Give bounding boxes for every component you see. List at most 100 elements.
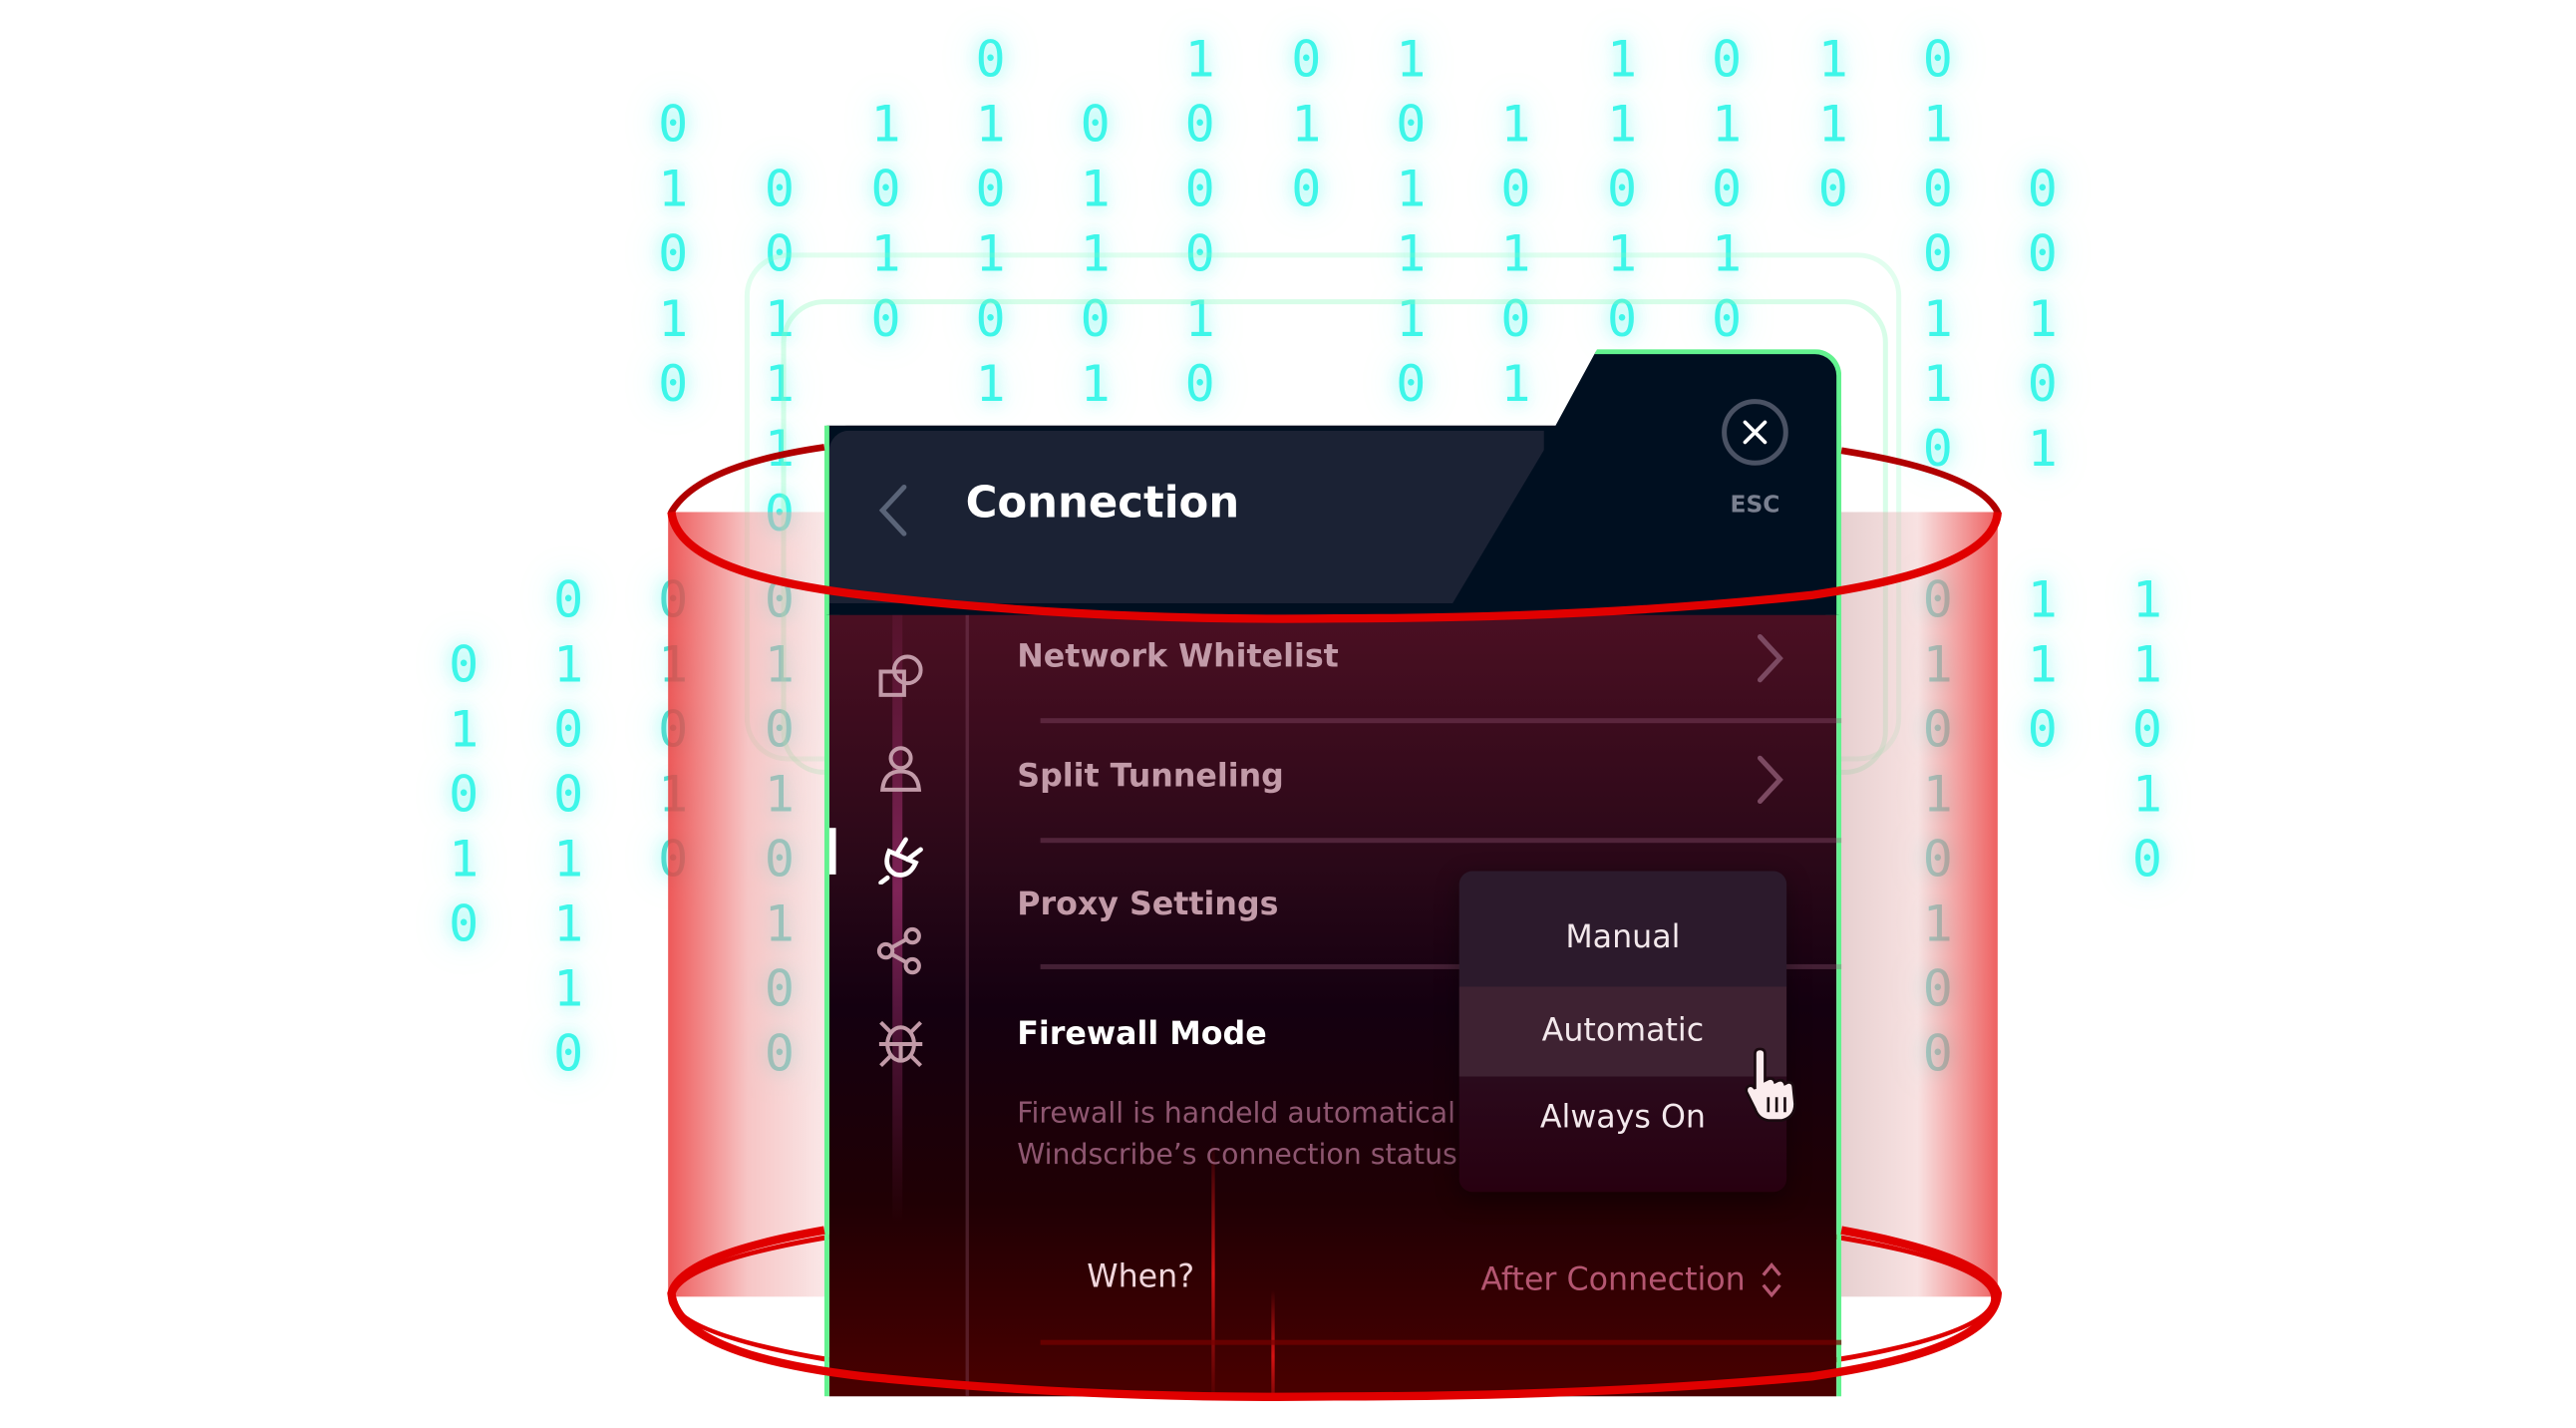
- binary-digit: 1: [1291, 96, 1322, 156]
- sidebar-item-connection[interactable]: [876, 835, 926, 885]
- binary-digit: 0: [1080, 290, 1111, 350]
- binary-digit: 1: [2027, 571, 2058, 630]
- binary-digit: 1: [553, 895, 584, 954]
- binary-digit: 0: [1291, 161, 1322, 220]
- chevron-up-down-icon[interactable]: [1760, 1260, 1782, 1300]
- binary-digit: 0: [1922, 161, 1953, 220]
- sidebar-item-account[interactable]: [876, 743, 926, 793]
- binary-digit: 0: [1291, 31, 1322, 91]
- dropdown-option-manual[interactable]: Manual: [1565, 918, 1681, 956]
- binary-digit: 0: [658, 225, 689, 285]
- binary-digit: 1: [870, 96, 901, 156]
- when-label: When?: [1087, 1257, 1195, 1295]
- binary-digit: 0: [1396, 96, 1427, 156]
- binary-digit: 0: [658, 355, 689, 415]
- binary-digit: 1: [1607, 225, 1638, 285]
- close-button[interactable]: [1722, 399, 1788, 466]
- dropdown-option-automatic[interactable]: Automatic: [1541, 1012, 1705, 1049]
- sidebar-item-general[interactable]: [876, 652, 926, 702]
- user-icon: [880, 746, 922, 792]
- cylinder-bottom-front-ring: [667, 1226, 2003, 1401]
- dropdown-option-always-on[interactable]: Always On: [1539, 1098, 1706, 1136]
- glow-line: [892, 558, 903, 1224]
- binary-digit: 0: [2027, 701, 2058, 760]
- sidebar-active-indicator: [828, 828, 836, 875]
- divider: [1040, 718, 1842, 724]
- binary-digit: 1: [1396, 31, 1427, 91]
- binary-digit: 0: [449, 766, 480, 825]
- binary-digit: 0: [1500, 161, 1531, 220]
- binary-digit: 0: [1922, 225, 1953, 285]
- binary-digit: 1: [1184, 290, 1215, 350]
- binary-digit: 1: [658, 290, 689, 350]
- binary-digit: 1: [2027, 636, 2058, 695]
- binary-digit: 0: [553, 1025, 584, 1084]
- binary-digit: 0: [449, 895, 480, 954]
- binary-digit: 1: [975, 355, 1006, 415]
- binary-digit: 1: [1607, 31, 1638, 91]
- binary-digit: 0: [1607, 290, 1638, 350]
- binary-digit: 1: [1396, 161, 1427, 220]
- description-line: Windscribe’s connection status: [1017, 1138, 1457, 1173]
- back-button[interactable]: [874, 482, 911, 538]
- firewall-mode-label: Firewall Mode: [1017, 1015, 1267, 1053]
- split-tunneling-row[interactable]: Split Tunneling: [1017, 758, 1284, 795]
- binary-digit: 1: [1500, 225, 1531, 285]
- binary-digit: 0: [1607, 161, 1638, 220]
- binary-digit: 0: [553, 571, 584, 630]
- binary-digit: 1: [1080, 225, 1111, 285]
- firewall-mode-description: Firewall is handeld automatical Windscri…: [1017, 1094, 1465, 1177]
- binary-digit: 1: [2131, 636, 2162, 695]
- binary-digit: 1: [1712, 96, 1743, 156]
- binary-digit: 1: [658, 161, 689, 220]
- when-select[interactable]: After Connection: [1480, 1261, 1746, 1299]
- binary-digit: 0: [1817, 161, 1848, 220]
- binary-digit: 1: [2131, 766, 2162, 825]
- divider: [1040, 963, 1842, 969]
- firewall-mode-dropdown[interactable]: Manual Automatic Always On: [1458, 871, 1787, 1193]
- binary-digit: 0: [449, 636, 480, 695]
- binary-digit: 0: [1712, 290, 1743, 350]
- sidebar-item-debug[interactable]: [876, 1017, 926, 1068]
- bug-icon: [878, 1020, 923, 1068]
- close-icon: [1743, 420, 1768, 445]
- binary-digit: 0: [1184, 225, 1215, 285]
- red-streak: [1211, 1140, 1215, 1397]
- proxy-settings-row[interactable]: Proxy Settings: [1017, 886, 1279, 923]
- binary-digit: 0: [1500, 290, 1531, 350]
- binary-digit: 0: [553, 766, 584, 825]
- binary-digit: 1: [764, 420, 795, 480]
- binary-digit: 1: [1922, 355, 1953, 415]
- binary-digit: 1: [553, 636, 584, 695]
- binary-digit: 1: [449, 701, 480, 760]
- binary-digit: 1: [1922, 96, 1953, 156]
- chevron-right-icon[interactable]: [1755, 753, 1784, 806]
- esc-label: ESC: [1730, 492, 1780, 520]
- binary-digit: 0: [975, 290, 1006, 350]
- binary-digit: 0: [2131, 701, 2162, 760]
- binary-digit: 1: [1922, 290, 1953, 350]
- binary-digit: 1: [1817, 31, 1848, 91]
- binary-digit: 0: [1080, 96, 1111, 156]
- cylinder-top-ring: [667, 444, 2003, 623]
- binary-digit: 0: [1396, 355, 1427, 415]
- sidebar-item-share[interactable]: [876, 926, 926, 976]
- binary-digit: 0: [2027, 355, 2058, 415]
- binary-digit: 0: [1922, 31, 1953, 91]
- chevron-right-icon[interactable]: [1755, 631, 1784, 684]
- page-title: Connection: [965, 479, 1240, 530]
- shapes-icon: [878, 654, 923, 697]
- network-whitelist-row[interactable]: Network Whitelist: [1017, 638, 1339, 675]
- binary-digit: 0: [975, 31, 1006, 91]
- binary-digit: 0: [2131, 831, 2162, 890]
- binary-digit: 1: [1080, 161, 1111, 220]
- binary-digit: 0: [870, 290, 901, 350]
- binary-digit: 0: [1184, 161, 1215, 220]
- sidebar: [828, 614, 969, 1397]
- binary-digit: 1: [1184, 31, 1215, 91]
- plug-icon: [878, 837, 923, 885]
- binary-digit: 0: [2027, 161, 2058, 220]
- binary-digit: 1: [1500, 96, 1531, 156]
- binary-digit: 0: [1712, 161, 1743, 220]
